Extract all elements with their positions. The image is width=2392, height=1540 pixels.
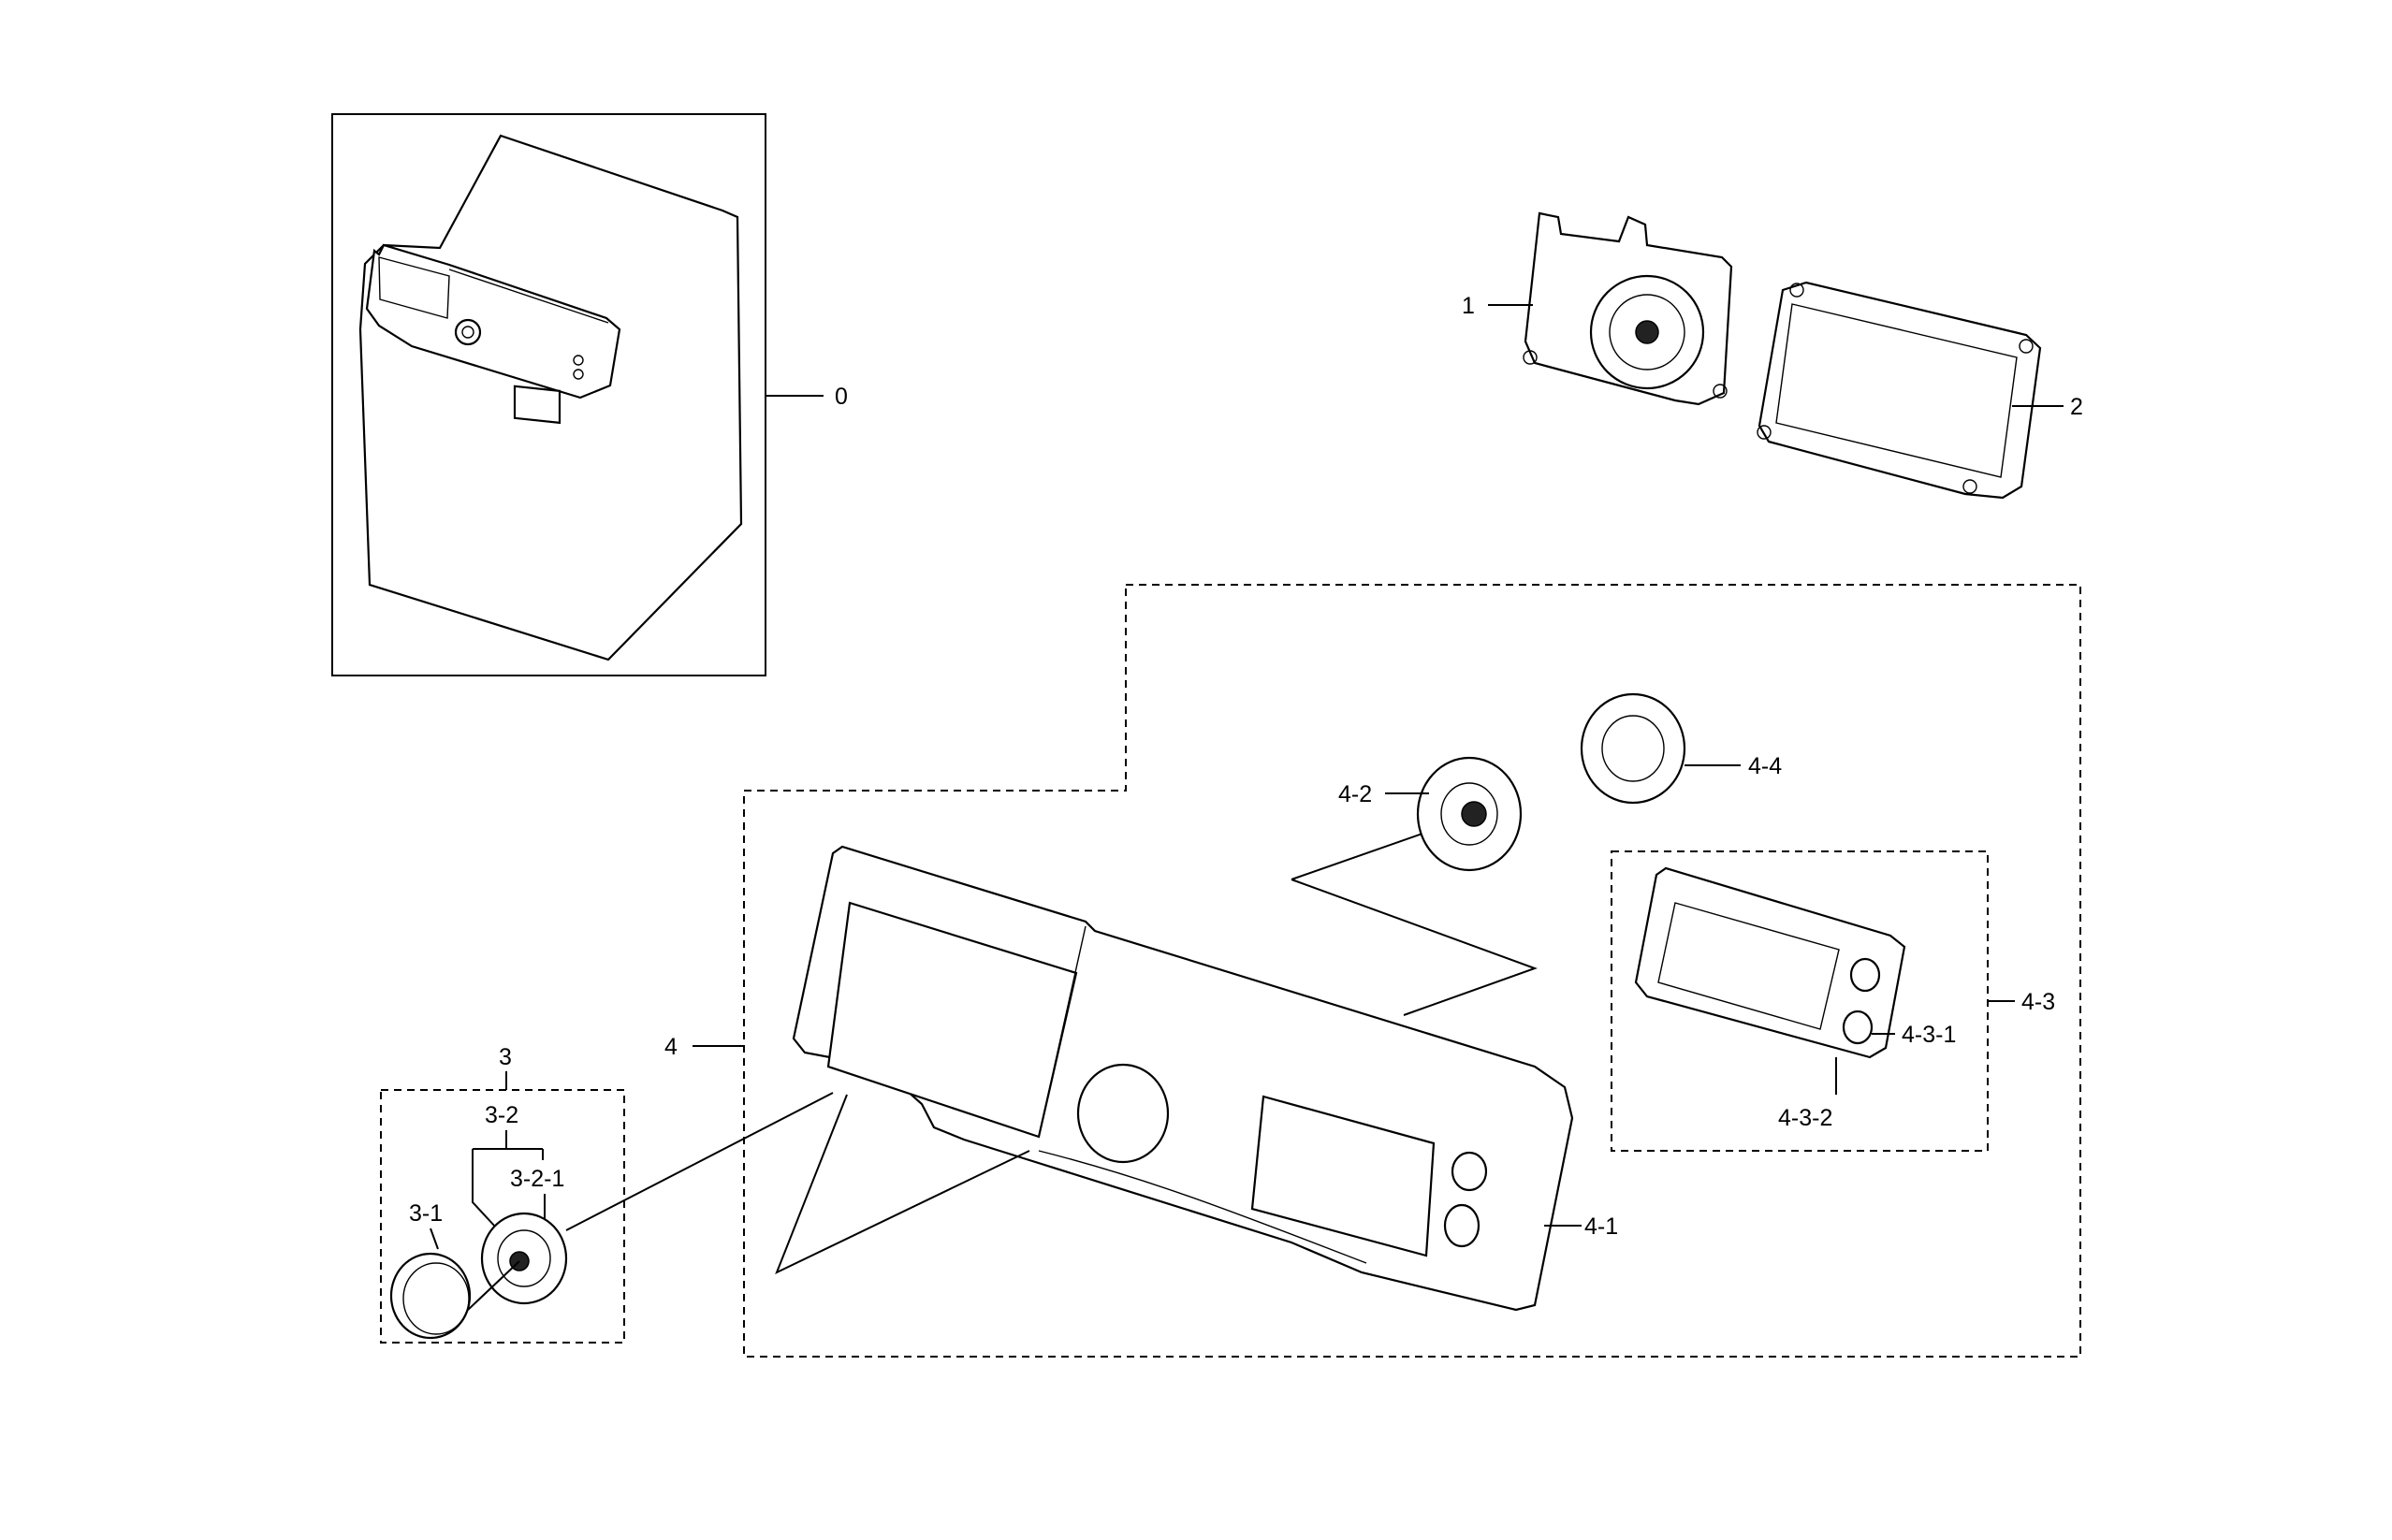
pcb-inner-edge <box>1775 303 2018 478</box>
panel-knob-hole <box>1076 1063 1170 1164</box>
part-4-panel-assembly: 4 4-1 4-2 4-4 4-3-1 4-3-2 <box>664 584 2081 1358</box>
knob-cap-face <box>402 1262 470 1335</box>
display-button-upper <box>1849 957 1881 993</box>
panel-display-window <box>1250 1095 1436 1257</box>
pcb-mount-a <box>1789 283 1804 298</box>
label-3-2-1: 3-2-1 <box>510 1166 564 1192</box>
encoder-ring-inner <box>1601 715 1665 782</box>
dryer-button-a <box>573 355 584 366</box>
pcb-board <box>1758 281 2042 500</box>
knob-ring-hub <box>1461 801 1487 827</box>
part-1-bracket: 1 <box>1462 211 1733 406</box>
display-button-lower <box>1842 1010 1874 1045</box>
part-4-dashed-region <box>743 584 2081 1358</box>
pcb-mount-d <box>1962 479 1977 494</box>
label-4-3: 4-3 <box>2021 989 2055 1015</box>
dryer-control-panel <box>365 243 621 400</box>
panel-top-ridge <box>1038 925 1087 1138</box>
projection-lines-left <box>775 1094 1030 1275</box>
label-0: 0 <box>835 384 848 410</box>
label-4-1: 4-1 <box>1584 1213 1618 1240</box>
panel-button-upper <box>1451 1151 1488 1192</box>
leader-3-2-bracket <box>472 1148 544 1228</box>
label-4-3-1: 4-3-1 <box>1902 1022 1956 1048</box>
label-1: 1 <box>1462 293 1475 319</box>
knob-to-panel-line <box>565 1092 834 1231</box>
bracket-dial-ring <box>1609 294 1685 370</box>
panel-drawer-slot <box>378 256 450 319</box>
pcb-mount-b <box>2019 339 2034 354</box>
encoder-ring <box>1580 692 1686 805</box>
label-4-3-2: 4-3-2 <box>1778 1105 1832 1131</box>
label-4: 4 <box>664 1034 678 1060</box>
knob-body-ring <box>497 1229 551 1287</box>
dryer-display <box>513 385 562 425</box>
panel-front-curve <box>1038 1150 1367 1264</box>
label-4-2: 4-2 <box>1338 781 1372 807</box>
bracket-screw-a <box>1523 350 1538 365</box>
bracket-screw-b <box>1713 384 1728 399</box>
label-2: 2 <box>2070 394 2083 420</box>
label-4-4: 4-4 <box>1748 753 1782 779</box>
panel-top-edge <box>448 269 609 324</box>
knob-axis <box>467 1260 520 1311</box>
dryer-button-b <box>573 369 584 380</box>
knob-cap <box>389 1252 472 1340</box>
display-module <box>1634 866 1906 1059</box>
dryer-knob <box>454 318 482 346</box>
label-3-2: 3-2 <box>485 1102 518 1128</box>
bracket-dial-hub <box>1635 320 1659 344</box>
label-3-1: 3-1 <box>409 1200 443 1227</box>
pcb-mount-c <box>1757 425 1772 440</box>
part-3-dashed-box <box>380 1089 625 1344</box>
display-screen <box>1657 902 1840 1030</box>
label-3: 3 <box>499 1044 512 1070</box>
leader-3-1 <box>430 1228 439 1250</box>
part-3-knob-assembly: 3 3-2 3-2-1 3-1 <box>380 1044 834 1344</box>
knob-ring-inner <box>1440 782 1498 846</box>
part-0-assembly: 0 <box>331 113 848 676</box>
panel-button-lower <box>1443 1203 1480 1248</box>
dryer-knob-inner <box>461 326 474 339</box>
part-2-pcb: 2 <box>1757 281 2083 500</box>
